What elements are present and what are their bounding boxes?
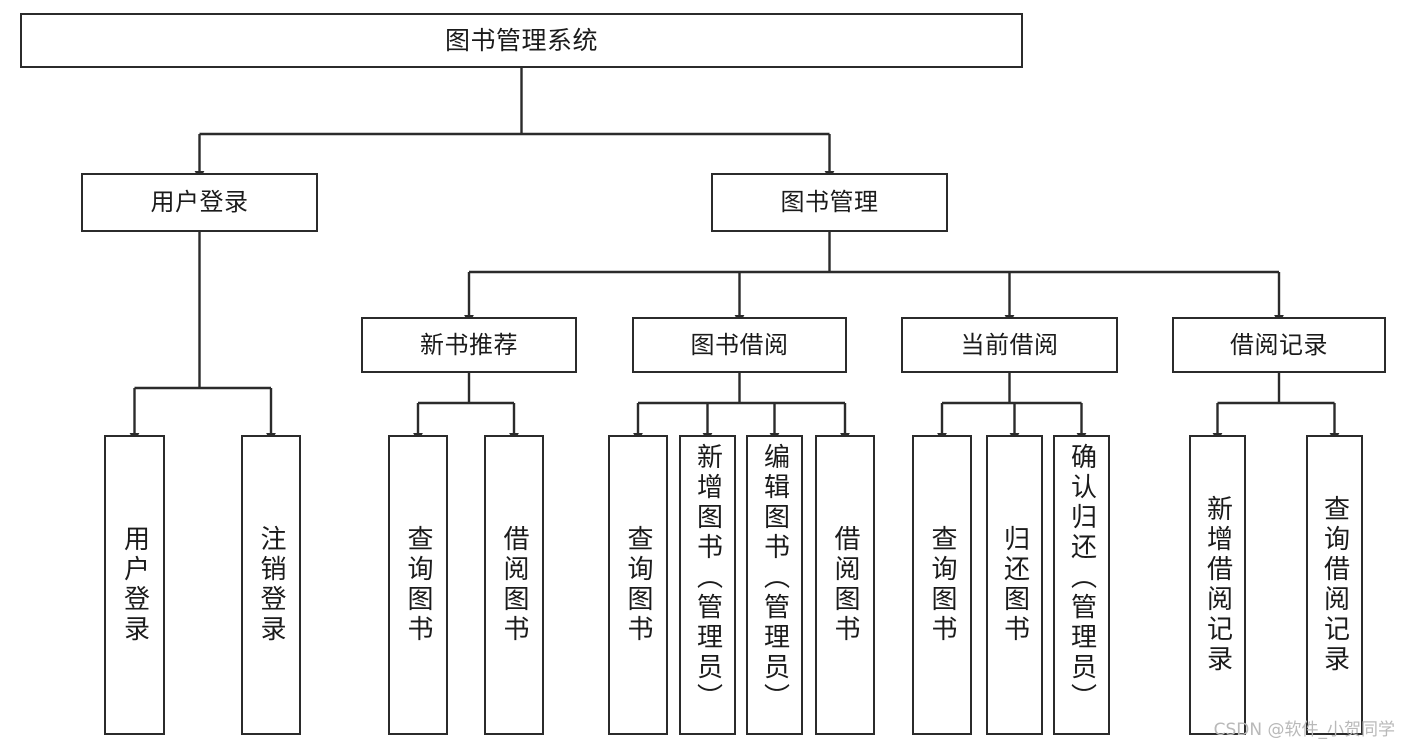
- node-label: 编辑图书（管理员）: [759, 443, 790, 713]
- node-label: 当前借阅: [960, 330, 1059, 359]
- node-label: 查询图书: [927, 525, 957, 645]
- node-label: 查询借阅记录: [1319, 495, 1350, 675]
- node-label: 注销登录: [256, 525, 286, 645]
- node-new-book-recommendation[interactable]: 新书推荐: [361, 317, 577, 373]
- node-label: 用户登录: [150, 188, 249, 217]
- node-label: 确认归还（管理员）: [1066, 443, 1097, 713]
- node-leaf-query-book-current[interactable]: 查询图书: [912, 435, 972, 735]
- node-root-book-management-system[interactable]: 图书管理系统: [20, 13, 1023, 68]
- node-leaf-borrow-book-borrowing[interactable]: 借阅图书: [815, 435, 875, 735]
- node-label: 图书借阅: [690, 330, 789, 359]
- node-label: 新增图书（管理员）: [692, 443, 723, 713]
- node-label: 用户登录: [119, 525, 150, 645]
- node-leaf-query-book-borrowing[interactable]: 查询图书: [608, 435, 668, 735]
- node-label: 新增借阅记录: [1202, 495, 1233, 675]
- node-current-borrowing[interactable]: 当前借阅: [901, 317, 1118, 373]
- node-label: 归还图书: [999, 525, 1030, 645]
- node-user-login[interactable]: 用户登录: [81, 173, 318, 232]
- node-book-borrowing[interactable]: 图书借阅: [632, 317, 847, 373]
- node-label: 图书管理系统: [444, 25, 598, 55]
- node-label: 查询图书: [623, 525, 653, 645]
- node-leaf-edit-book-admin[interactable]: 编辑图书（管理员）: [746, 435, 803, 735]
- node-leaf-borrow-book-recommendation[interactable]: 借阅图书: [484, 435, 544, 735]
- node-leaf-query-book-recommendation[interactable]: 查询图书: [388, 435, 448, 735]
- node-leaf-user-login[interactable]: 用户登录: [104, 435, 165, 735]
- node-leaf-confirm-return-admin[interactable]: 确认归还（管理员）: [1053, 435, 1110, 735]
- node-label: 图书管理: [780, 188, 879, 217]
- node-label: 借阅记录: [1230, 330, 1328, 359]
- node-label: 新书推荐: [420, 330, 518, 359]
- node-label: 借阅图书: [830, 525, 860, 645]
- watermark: CSDN @软件_小贺同学: [1213, 720, 1395, 740]
- node-leaf-add-book-admin[interactable]: 新增图书（管理员）: [679, 435, 736, 735]
- node-label: 借阅图书: [499, 525, 529, 645]
- node-leaf-logout[interactable]: 注销登录: [241, 435, 301, 735]
- node-leaf-add-borrow-record[interactable]: 新增借阅记录: [1189, 435, 1246, 735]
- edge-paths: [129, 68, 1340, 442]
- node-label: 查询图书: [403, 525, 433, 645]
- node-book-management[interactable]: 图书管理: [711, 173, 948, 232]
- node-borrowing-records[interactable]: 借阅记录: [1172, 317, 1386, 373]
- node-leaf-return-book[interactable]: 归还图书: [986, 435, 1043, 735]
- node-leaf-query-borrow-record[interactable]: 查询借阅记录: [1306, 435, 1363, 735]
